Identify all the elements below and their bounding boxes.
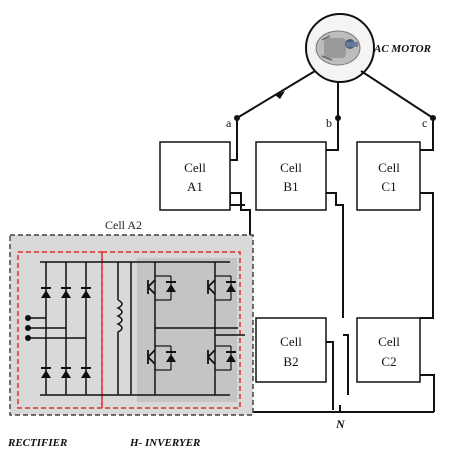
rectifier-input-dots [25,315,31,341]
phase-c-label: c [422,116,427,130]
cell-b1: Cell B1 [255,141,327,211]
cell-c2-line2: C2 [381,354,396,369]
phase-b-label: b [326,116,332,130]
current-arrow-icon [275,91,285,99]
phase-a-label: a [226,116,232,130]
cell-c2: Cell C2 [356,317,421,383]
cell-c1-line1: Cell [378,160,400,175]
cell-b2: Cell B2 [255,317,327,383]
cell-b2-line2: B2 [283,354,298,369]
motor-wires [236,70,434,119]
inverter-box [101,251,241,409]
cell-c1-line2: C1 [381,179,396,194]
interconnect-wires [229,118,435,413]
inverter-caption: H- INVERYER [129,437,200,449]
cell-a2-detail: Cell A2 [9,218,254,416]
igbt-switches [147,279,216,365]
rectifier-caption: RECTIFIER [7,437,67,449]
cell-b2-line1: Cell [280,334,302,349]
ac-motor: AC MOTOR [305,13,431,83]
phase-terminals [234,115,436,121]
cell-c2-line1: Cell [378,334,400,349]
cell-a2-title: Cell A2 [105,218,142,232]
cell-b1-line1: Cell [280,160,302,175]
cell-b1-line2: B1 [283,179,298,194]
rectifier-box [17,251,103,409]
cell-c1: Cell C1 [356,141,421,211]
rectifier-diodes [41,287,91,378]
neutral-label: N [335,417,346,431]
cell-a1-line1: Cell [184,160,206,175]
motor-label: AC MOTOR [373,43,431,55]
cell-a1-line2: A1 [187,179,203,194]
motor-icon [315,30,361,66]
cell-a1: Cell A1 [159,141,231,211]
